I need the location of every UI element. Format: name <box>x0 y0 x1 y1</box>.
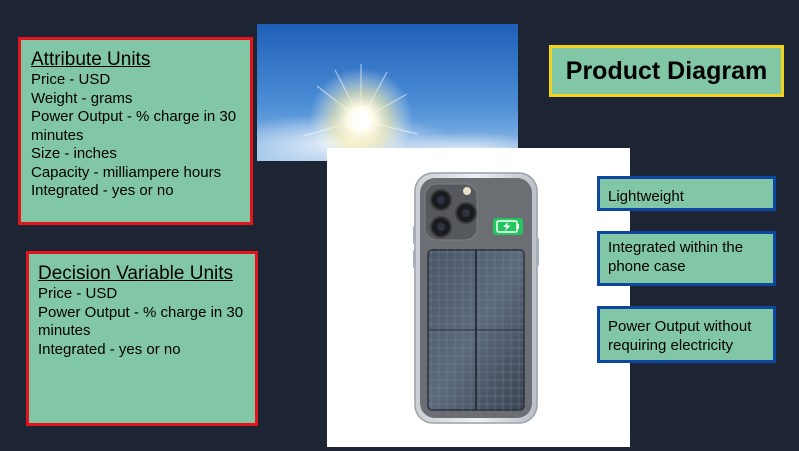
feature-box-lightweight: Lightweight <box>597 176 776 211</box>
battery-charging-icon <box>493 218 523 235</box>
feature-text: phone case <box>608 257 686 275</box>
decision-variable-units-line: Power Output - % charge in 30 <box>38 303 244 321</box>
attribute-units-heading: Attribute Units <box>31 49 151 70</box>
decision-variable-units-heading: Decision Variable Units <box>38 263 234 284</box>
feature-text: Integrated within the <box>608 239 744 256</box>
feature-text: requiring electricity <box>608 336 734 354</box>
solar-phone-case-image <box>413 172 539 424</box>
feature-box-integrated: Integrated within the phone case <box>597 231 776 286</box>
attribute-units-line: minutes <box>31 126 84 144</box>
feature-text: Lightweight <box>608 188 684 205</box>
page-title: Product Diagram <box>549 45 784 97</box>
product-image-panel <box>327 148 630 447</box>
attribute-units-line: Size - inches <box>31 145 117 162</box>
attribute-units-line: Integrated - yes or no <box>31 182 174 199</box>
attribute-units-box: Attribute Units Price - USD Weight - gra… <box>18 37 253 225</box>
attribute-units-line: Power Output - % charge in 30 <box>31 108 237 125</box>
attribute-units-line: Capacity - milliampere hours <box>31 163 222 181</box>
feature-text: Power Output without <box>608 318 752 335</box>
sun-sky-image <box>257 24 518 161</box>
decision-variable-units-line: Price - USD <box>38 285 118 302</box>
decision-variable-units-line: minutes <box>38 322 91 339</box>
feature-box-power-output: Power Output without requiring electrici… <box>597 306 776 363</box>
decision-variable-units-line: Integrated - yes or no <box>38 340 181 358</box>
attribute-units-line: Price - USD <box>31 71 111 88</box>
attribute-units-line: Weight - grams <box>31 89 133 107</box>
decision-variable-units-box: Decision Variable Units Price - USD Powe… <box>26 251 258 426</box>
